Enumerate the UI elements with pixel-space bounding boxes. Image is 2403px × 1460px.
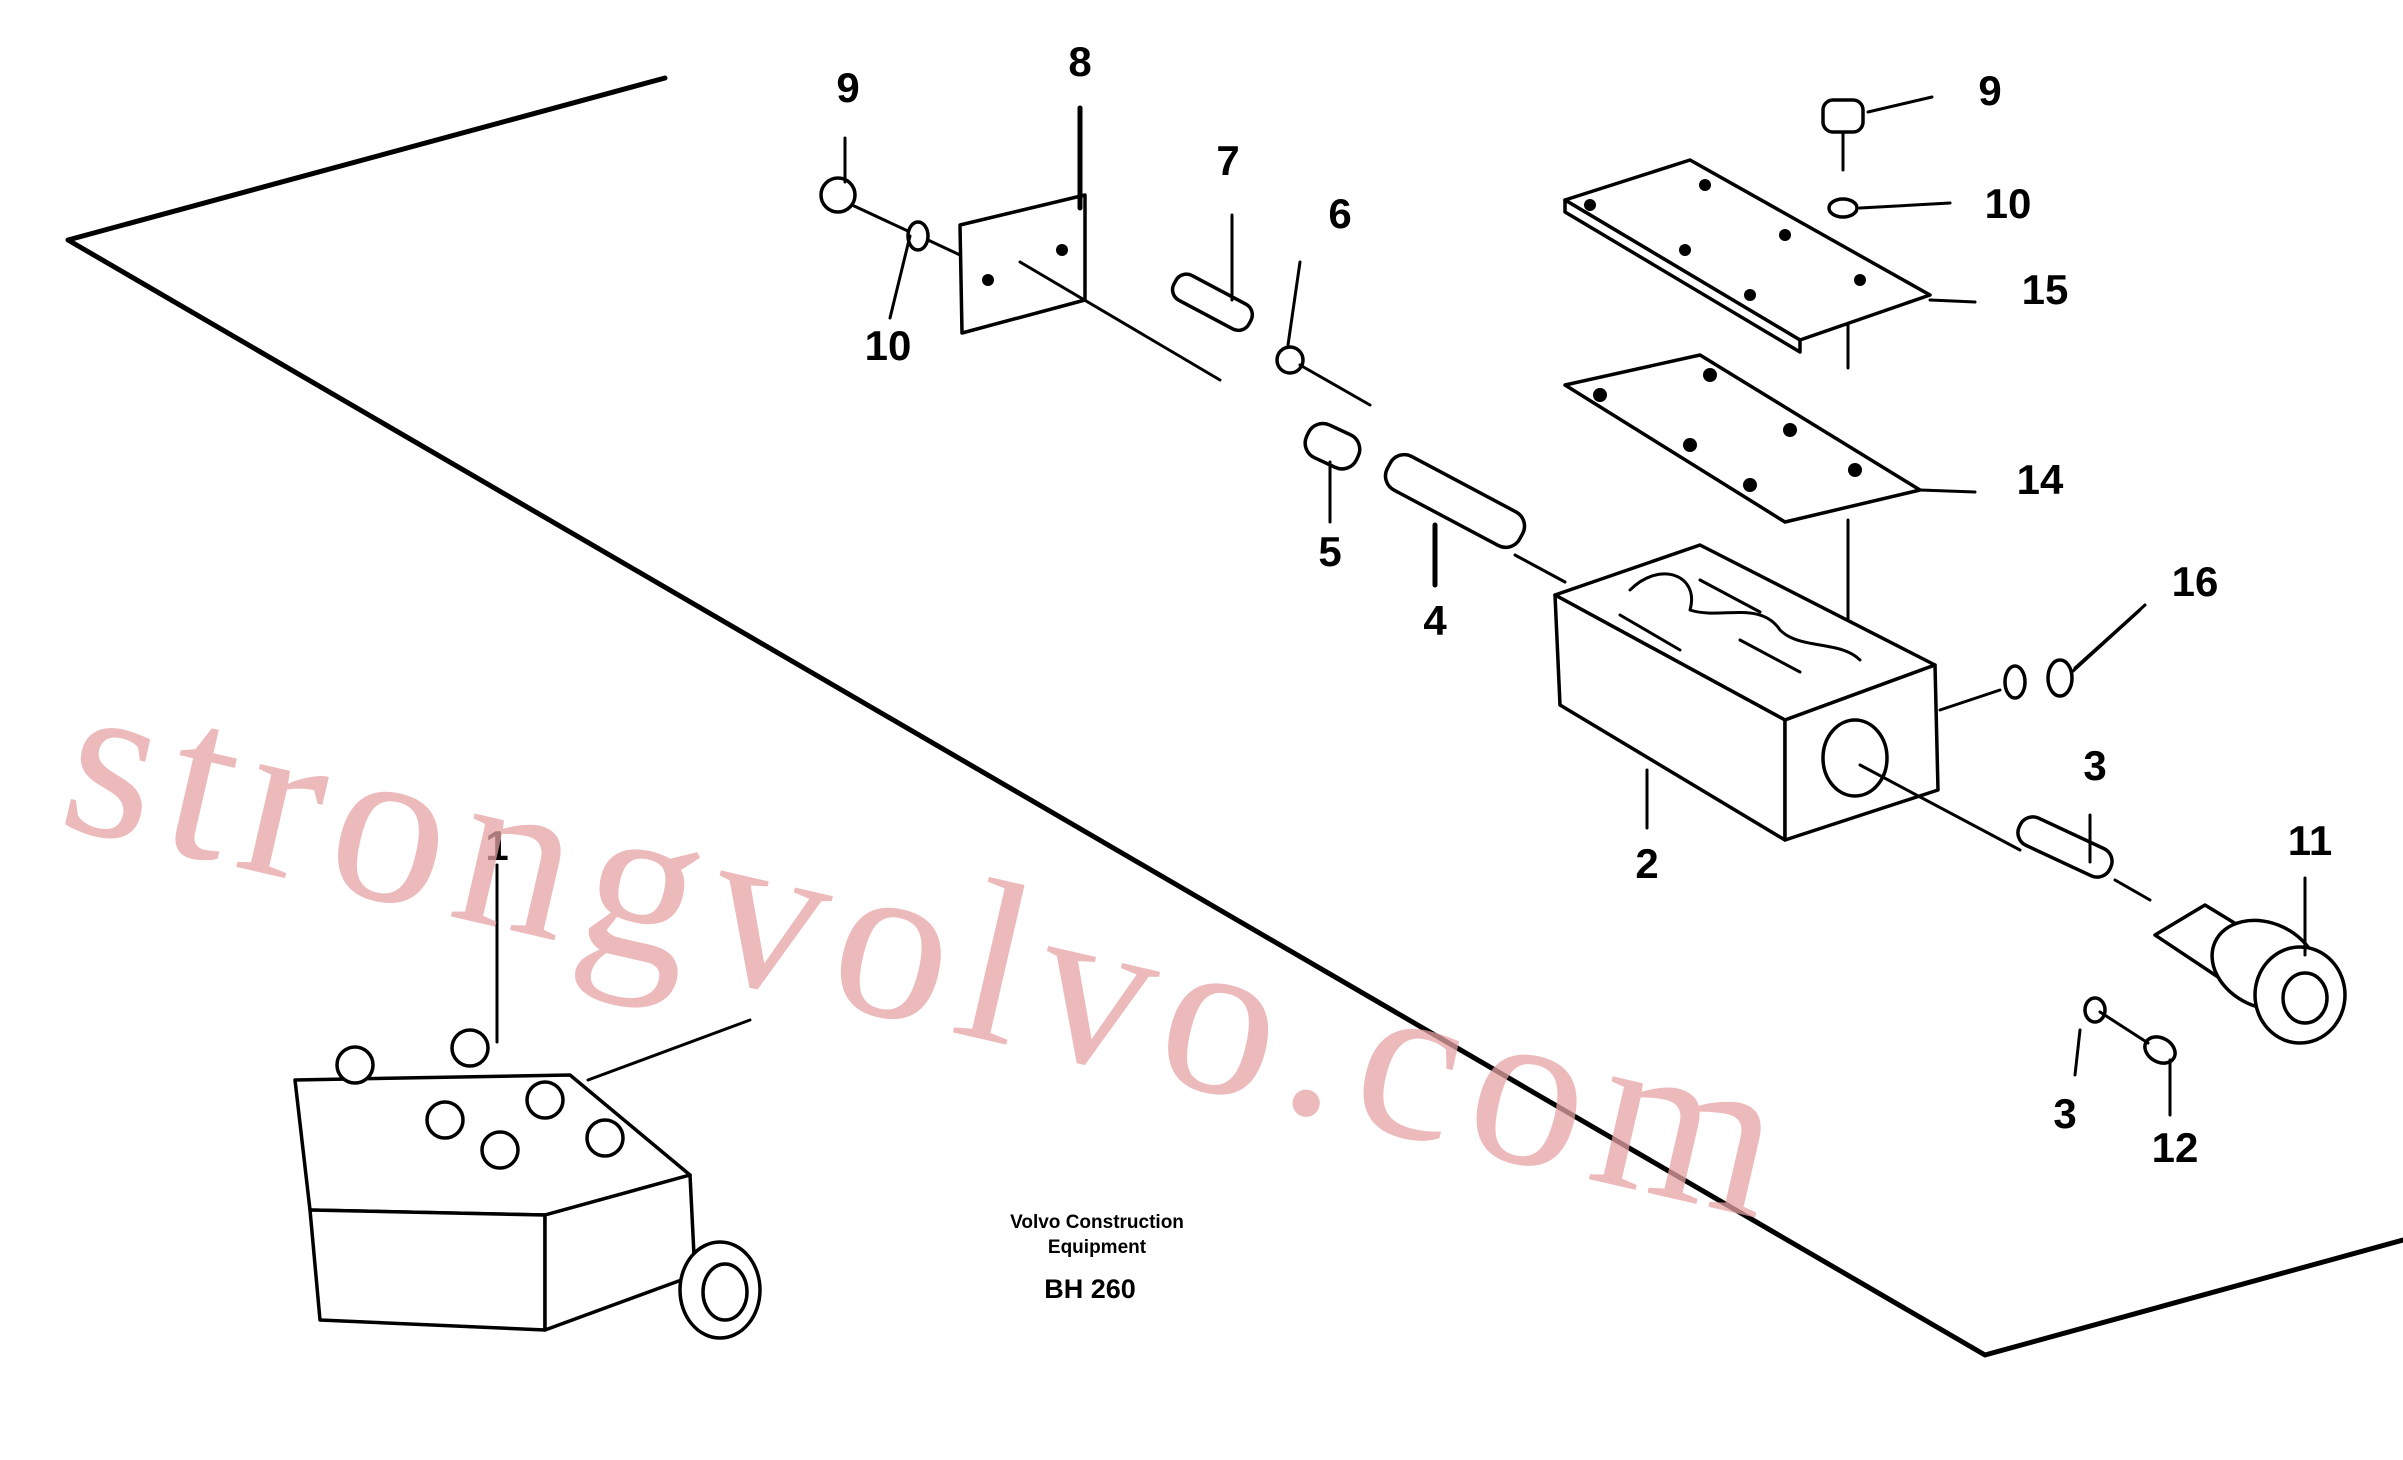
part-5-plug (1303, 421, 1362, 471)
part-14-gasket (1563, 353, 1977, 524)
caption-line-2: Equipment (1048, 1237, 1147, 1258)
callout-4: 4 (1423, 597, 1447, 644)
callout-3-lower: 3 (2053, 1090, 2076, 1137)
callout-8: 8 (1068, 38, 1091, 85)
caption-block: Volvo Construction Equipment BH 260 (1010, 1212, 1184, 1304)
part-9-bolt-left (819, 176, 912, 234)
callout-6: 6 (1328, 190, 1351, 237)
part-10-washer-left (906, 220, 962, 257)
leader-lines (495, 95, 2307, 1117)
caption-line-1: Volvo Construction (1010, 1212, 1184, 1233)
part-10-washer-right (1827, 197, 1859, 219)
callout-11: 11 (2288, 817, 2332, 864)
part-13-washer (2083, 996, 2107, 1024)
callout-15: 15 (2022, 266, 2069, 313)
callout-10-right: 10 (1985, 180, 2032, 227)
callout-2: 2 (1635, 840, 1658, 887)
callout-16: 16 (2172, 558, 2219, 605)
callout-9-right: 9 (1978, 67, 2001, 114)
part-9-bolt-right (1821, 98, 1865, 172)
part-2-valve-body (1553, 543, 2022, 852)
base-plane (65, 75, 2403, 1358)
part-16-washers (2003, 608, 2142, 700)
part-8-cover-plate (958, 193, 1222, 382)
callout-9-left: 9 (836, 64, 859, 111)
callout-3-upper: 3 (2083, 742, 2106, 789)
part-3-piston (2016, 815, 2152, 902)
part-12-screw (2098, 1010, 2177, 1065)
callout-5: 5 (1318, 528, 1341, 575)
part-15-top-cover (1563, 158, 1977, 354)
part-7-pin (1170, 272, 1255, 333)
part-1-valve-assembly (293, 1018, 762, 1340)
callout-1: 1 (485, 822, 508, 869)
part-6-ball (1275, 345, 1372, 407)
part-11-solenoid (2153, 903, 2347, 1045)
callout-10-left: 10 (865, 322, 912, 369)
callout-7: 7 (1216, 137, 1239, 184)
callout-labels: 1 2 3 3 4 5 6 7 8 9 9 10 10 11 12 14 15 … (485, 38, 2332, 1171)
part-4-spool (1383, 452, 1567, 584)
caption-code: BH 260 (1044, 1274, 1136, 1304)
callout-14: 14 (2017, 456, 2064, 503)
callout-12: 12 (2152, 1124, 2199, 1171)
